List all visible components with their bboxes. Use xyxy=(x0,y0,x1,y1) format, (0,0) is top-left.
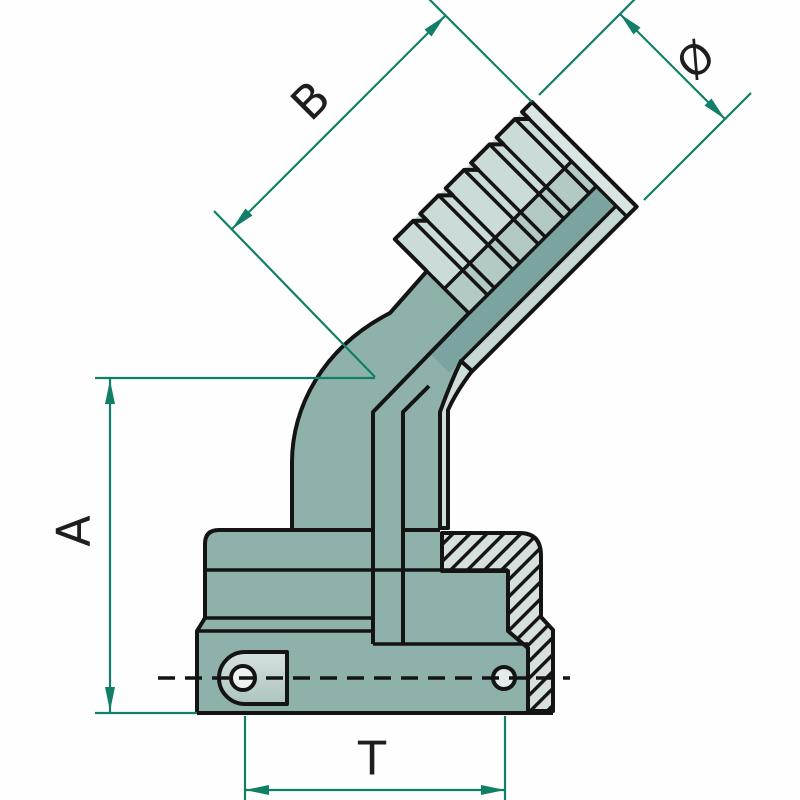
dimensions xyxy=(95,0,752,800)
ext-line xyxy=(643,92,752,201)
arrowhead xyxy=(424,16,445,37)
tip-face xyxy=(522,102,637,217)
inner-wall-band xyxy=(438,359,474,530)
label-diameter: Ø xyxy=(667,31,725,89)
label-A: A xyxy=(47,515,101,547)
arrowhead xyxy=(245,785,269,795)
ext-line xyxy=(428,0,533,103)
dimension-T xyxy=(243,716,507,800)
dim-line xyxy=(619,13,726,120)
barb-ring-lines xyxy=(411,117,591,297)
dimension-B xyxy=(213,0,533,378)
label-B: B xyxy=(280,70,341,131)
base-outline xyxy=(195,528,553,715)
bore-line-left xyxy=(371,311,471,644)
arrowhead xyxy=(232,208,253,229)
fitting-body xyxy=(158,100,639,715)
base-tier-lines xyxy=(197,568,528,646)
arrowhead xyxy=(105,380,115,404)
ext-line xyxy=(538,0,636,96)
arrowhead xyxy=(620,14,641,35)
arrowhead xyxy=(704,98,725,119)
label-T: T xyxy=(357,732,387,786)
barb-edge-band xyxy=(461,205,627,372)
barb-shadow-band xyxy=(429,186,617,373)
dimension-A xyxy=(95,376,375,715)
arrowhead xyxy=(105,687,115,711)
arrowhead xyxy=(481,785,505,795)
barbed-nipple xyxy=(392,100,639,373)
ext-line xyxy=(213,210,376,378)
dimension-diameter xyxy=(538,0,752,201)
dim-line xyxy=(231,15,446,230)
bore-line-right xyxy=(401,384,431,644)
barb-band-lines xyxy=(393,117,628,363)
section-hatch xyxy=(440,531,555,713)
barb-outline xyxy=(392,100,639,373)
